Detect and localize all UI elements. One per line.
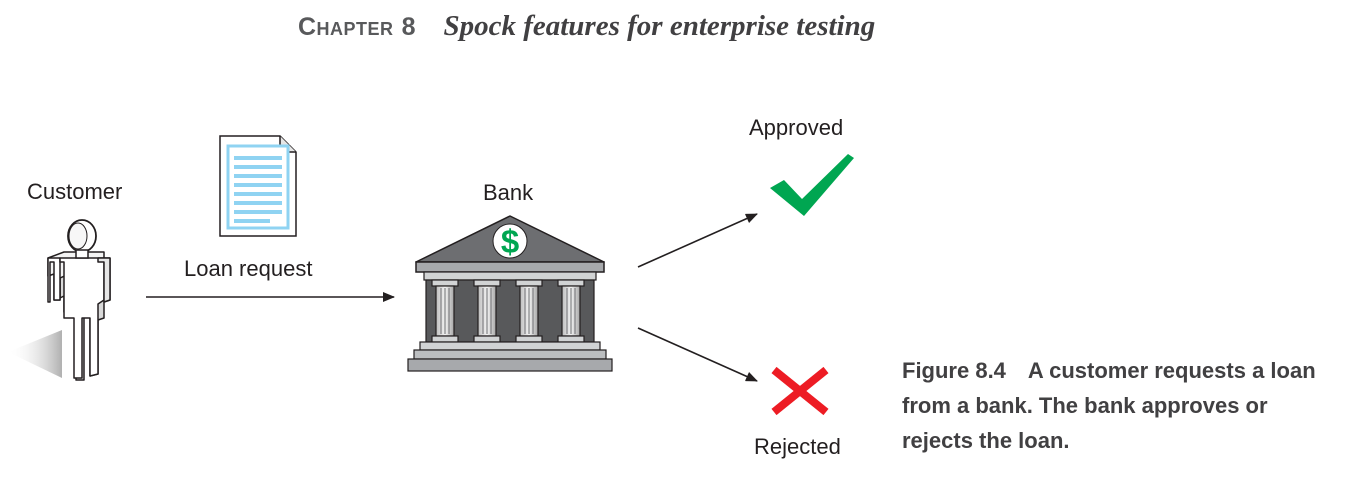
customer-icon bbox=[8, 219, 111, 381]
rejected-label: Rejected bbox=[754, 434, 841, 459]
caption-text: A customer requests a loan from a bank. … bbox=[902, 358, 1316, 453]
bank-label: Bank bbox=[483, 180, 534, 205]
rejected-arrow bbox=[637, 327, 758, 382]
chapter-title: Spock features for enterprise testing bbox=[443, 10, 876, 42]
dollar-icon: $ bbox=[492, 223, 528, 260]
chapter-word: Chapter bbox=[298, 13, 394, 41]
bank-icon: $ bbox=[407, 215, 613, 372]
document-icon bbox=[219, 135, 297, 237]
loan-request-label: Loan request bbox=[184, 256, 313, 281]
approved-arrow bbox=[637, 213, 758, 268]
checkmark-icon bbox=[770, 154, 854, 216]
svg-text:$: $ bbox=[501, 223, 519, 260]
figure-label: Figure 8.4 bbox=[902, 358, 1006, 383]
cross-icon bbox=[771, 366, 829, 416]
running-header: Chapter 8 Spock features for enterprise … bbox=[298, 10, 875, 50]
customer-label: Customer bbox=[27, 179, 123, 204]
chapter-number: 8 bbox=[401, 13, 416, 41]
approved-label: Approved bbox=[749, 115, 844, 140]
